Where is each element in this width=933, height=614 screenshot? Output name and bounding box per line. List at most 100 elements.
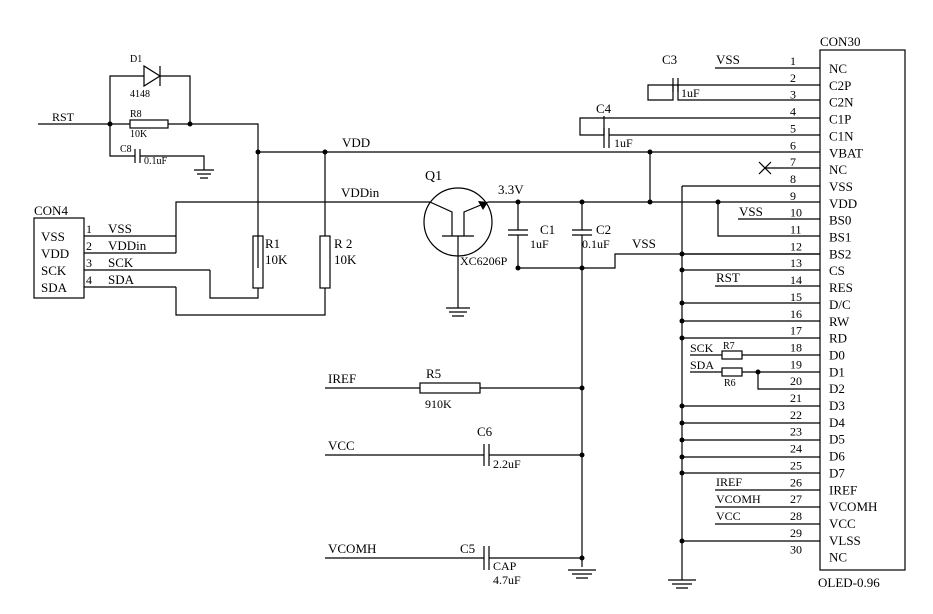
pin27-net-label: VCOMH — [716, 492, 761, 506]
oled-pin-number: 9 — [790, 189, 796, 203]
resistor-r8 — [129, 119, 169, 129]
output-caps: C1 1uF C2 0.1uF VSS — [508, 202, 820, 579]
resistor-r7 — [721, 350, 743, 360]
c2-ref: C2 — [596, 222, 611, 237]
oled-pin-number: 23 — [790, 425, 802, 439]
vcomh-net-label: VCOMH — [328, 541, 376, 556]
c5-ref: C5 — [460, 541, 475, 556]
resistor-r2 — [319, 235, 331, 289]
oled-pin-name: D6 — [829, 449, 845, 464]
c8-ref: C8 — [120, 144, 132, 155]
sck-net-label: SCK — [690, 341, 714, 355]
resistor-r5 — [419, 382, 481, 394]
r6-ref: R6 — [724, 378, 736, 389]
oled-pin-name: C2P — [829, 78, 851, 93]
bias-network: IREF R5 910K VCC C6 2.2uF VCOMH C5 CAP 4… — [325, 366, 585, 587]
vss-net-label: VSS — [632, 236, 656, 251]
oled-pin-number: 13 — [790, 256, 802, 270]
oled-pin-name: D/C — [829, 297, 851, 312]
oled-pin-name: VSS — [829, 179, 853, 194]
r1-value: 10K — [265, 252, 288, 267]
oled-pin-number: 15 — [790, 290, 802, 304]
con4-pin4-num: 4 — [86, 273, 92, 287]
oled-pin-name: C2N — [829, 95, 854, 110]
oled-pin-number: 17 — [790, 324, 802, 338]
oled-pin-number: 30 — [790, 543, 802, 557]
con4-header: CON4 VSS VDD SCK SDA 1 2 3 4 VSS VDDin S… — [33, 203, 210, 299]
oled-pin-name: VCOMH — [829, 499, 877, 514]
con4-pin3-net: SCK — [108, 255, 134, 270]
c6-value: 2.2uF — [493, 457, 521, 471]
reset-circuit: RST D1 4148 R8 10K C8 0.1uF — [38, 54, 259, 268]
charge-pump-caps: C3 1uF C4 1uF — [579, 52, 820, 150]
oled-connector-body — [819, 49, 906, 571]
con4-pin4-net: SDA — [108, 272, 135, 287]
oled-pin-name: D1 — [829, 364, 845, 379]
oled-pin-name: VBAT — [829, 145, 863, 160]
oled-pin-name: D7 — [829, 465, 845, 480]
oled-pin-name: C1P — [829, 112, 851, 127]
oled-pin-number: 7 — [790, 155, 796, 169]
r8-ref: R8 — [130, 109, 142, 120]
oled-pin-name: BS1 — [829, 230, 851, 245]
oled-pin-number: 3 — [790, 88, 796, 102]
oled-pin-number: 11 — [790, 223, 802, 237]
oled-pin-name: BS2 — [829, 246, 851, 261]
con4-pin1-num: 1 — [86, 222, 92, 236]
c1-value: 1uF — [530, 237, 549, 251]
oled-pin-name: D2 — [829, 381, 845, 396]
oled-pin-name: IREF — [829, 482, 857, 497]
pin26-net-label: IREF — [716, 475, 742, 489]
oled-pin-name: D3 — [829, 398, 845, 413]
resistor-r6 — [721, 367, 743, 377]
con4-label-vss: VSS — [41, 229, 65, 244]
c2-value: 0.1uF — [582, 237, 610, 251]
oled-pin-number: 10 — [790, 206, 802, 220]
oled-pin-name: RW — [829, 314, 850, 329]
rst-net-label: RST — [52, 110, 75, 124]
pullup-resistors: R1 10K R 2 10K — [175, 152, 357, 316]
oled-pin-number: 19 — [790, 357, 802, 371]
oled-pin-name: CS — [829, 263, 845, 278]
oled-pin-name: D4 — [829, 415, 845, 430]
oled-pin-name: RES — [829, 280, 853, 295]
iref-net-label: IREF — [328, 371, 356, 386]
r7-ref: R7 — [723, 341, 735, 352]
oled-pin-number: 4 — [790, 105, 796, 119]
r1-ref: R1 — [265, 236, 280, 251]
d1-ref: D1 — [130, 54, 142, 65]
oled-pin-name: RD — [829, 331, 847, 346]
oled-model: OLED-0.96 — [818, 575, 880, 590]
con4-ref: CON4 — [34, 203, 68, 218]
oled-pin-number: 21 — [790, 391, 802, 405]
r8-value: 10K — [130, 129, 148, 140]
con4-pin2-num: 2 — [86, 239, 92, 253]
vddin-net-label: VDDin — [341, 185, 380, 200]
oled-pin-name: VCC — [829, 516, 856, 531]
con4-pin3-num: 3 — [86, 256, 92, 270]
r2-value: 10K — [334, 252, 357, 267]
oled-pin-number: 20 — [790, 374, 802, 388]
oled-pin-number: 16 — [790, 307, 802, 321]
oled-pin-wiring: VSS VSS RST — [668, 52, 820, 589]
oled-pin-name: D5 — [829, 432, 845, 447]
c4-ref: C4 — [596, 101, 612, 116]
pin1-net-label: VSS — [716, 52, 740, 67]
c4-value: 1uF — [614, 136, 633, 150]
c1-ref: C1 — [540, 222, 555, 237]
vcc-net-label: VCC — [328, 438, 355, 453]
q1-output: 3.3V — [498, 182, 524, 197]
con4-label-sda: SDA — [41, 280, 68, 295]
c3-value: 1uF — [681, 86, 700, 100]
pin14-net-label: RST — [716, 270, 740, 285]
no-connect-mark — [758, 161, 772, 175]
oled-pin-number: 28 — [790, 509, 802, 523]
regulator: VDDin Q1 3.3V XC6206P — [175, 169, 820, 317]
oled-pin-number: 8 — [790, 172, 796, 186]
con4-label-vdd: VDD — [41, 246, 69, 261]
r2-ref: R 2 — [334, 236, 352, 251]
q1-value: XC6206P — [460, 254, 508, 268]
